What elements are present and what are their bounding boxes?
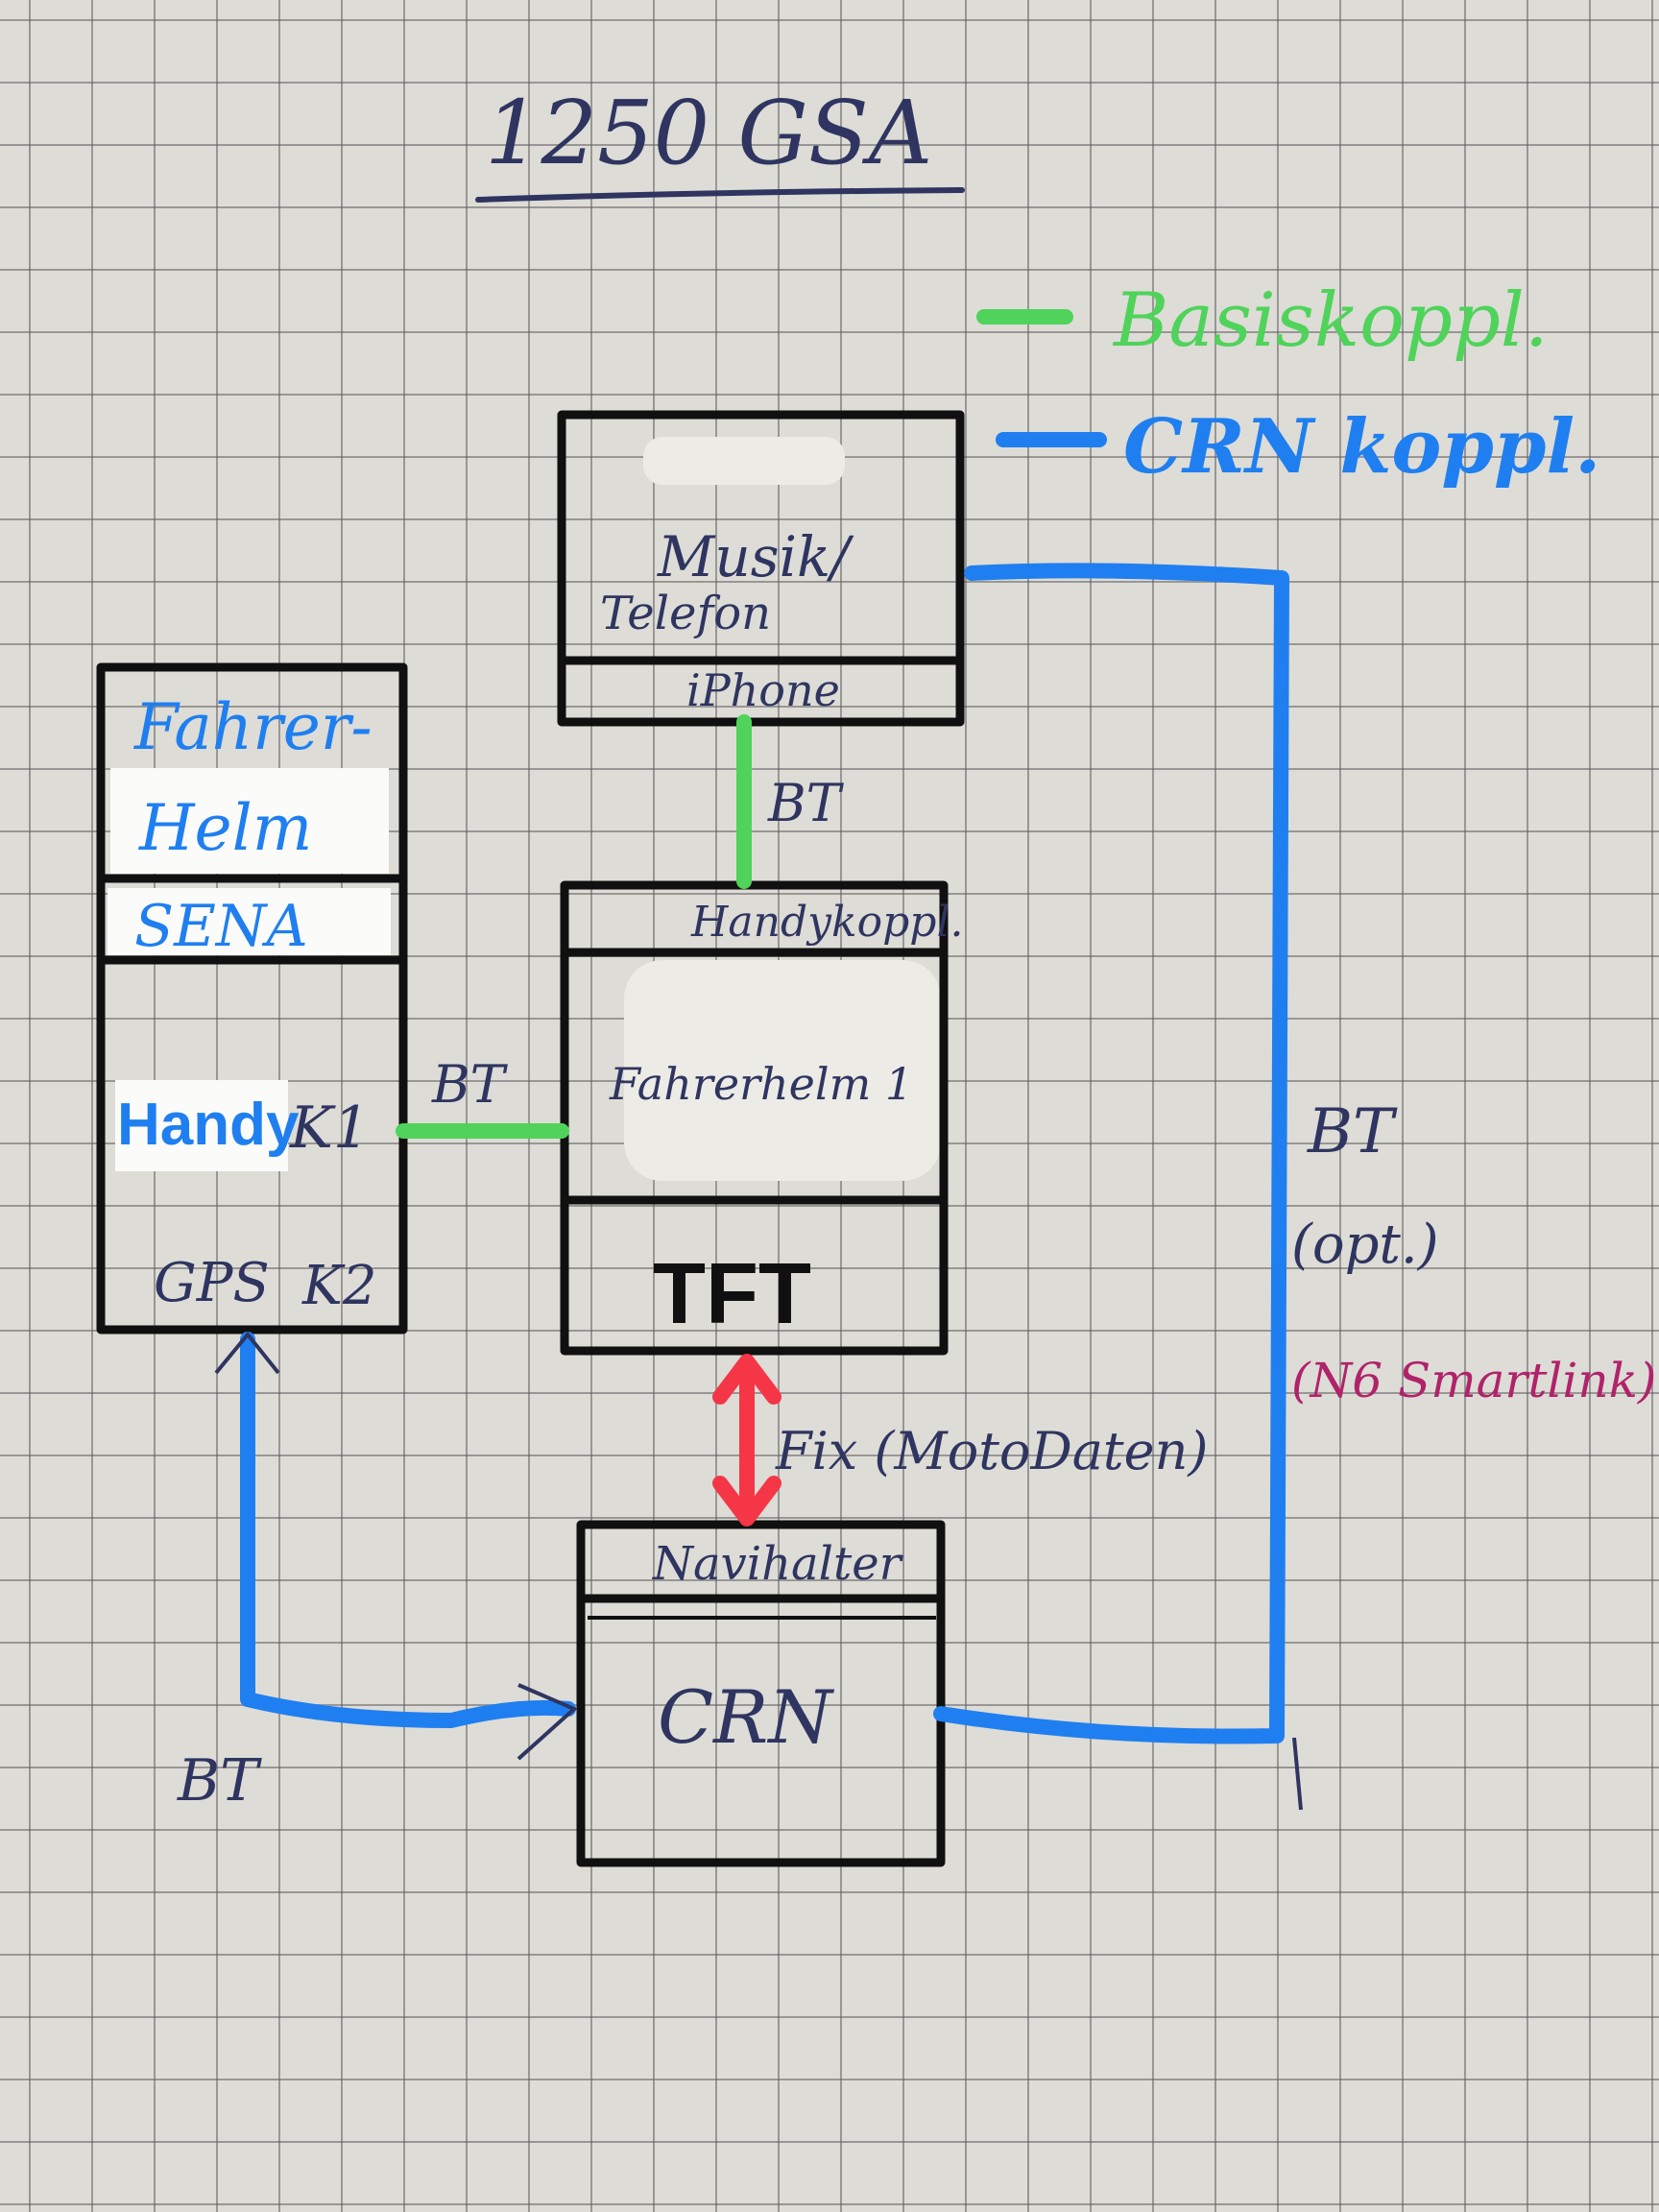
connection-phone-crn-ink-line [1292,1737,1303,1811]
tft-box-outline [560,880,949,1356]
helmet-label-line1: Fahrer- [133,690,373,764]
diagram-title: 1250 GSA [485,82,932,184]
connection-phone-crn [933,563,1289,1744]
helmet-slot1-id: K1 [289,1094,370,1162]
whiteout-helm [110,768,389,874]
correction-mark [643,437,845,485]
connection-phone-tft-label: BT [767,773,845,833]
arrowhead-right-icon [517,1683,578,1761]
connection-tft-crn-label: Fix (MotoDaten) [775,1421,1208,1481]
legend: Basiskoppl. CRN koppl. [976,277,1600,491]
connection-phone-crn-label: BT [1307,1096,1398,1167]
title-underline [475,187,965,203]
helmet-label-line2: Helm [138,791,312,865]
connection-helmet-tft-label: BT [431,1054,509,1115]
phone-box-label-line1: Musik/ [657,524,854,589]
crn-box-header: Navihalter [652,1537,904,1591]
helmet-brand: SENA [134,893,308,960]
arrowhead-up-icon [214,1331,280,1375]
connection-tft-crn [712,1354,781,1527]
arrowhead-up-icon [712,1354,781,1405]
helmet-slot2-id: K2 [301,1255,376,1317]
helmet-slot2-label: GPS [154,1252,270,1314]
helmet-box: Fahrer- Helm SENA Handy K1 GPS K2 [96,662,408,1334]
helmet-box-outline [96,662,408,1334]
connection-phone-crn-extra: (N6 Smartlink) [1291,1353,1656,1408]
tft-box: Handykoppl. Fahrerhelm 1 TFT [560,880,964,1356]
correction-mark [624,960,941,1181]
tft-box-middle: Fahrerhelm 1 [609,1058,913,1110]
crn-box: Navihalter CRN [576,1520,946,1867]
phone-box: Musik/ Telefon iPhone [557,410,965,727]
phone-box-outline [557,410,965,727]
connection-phone-crn-note: (opt.) [1291,1214,1439,1276]
tft-box-footer: TFT [653,1246,811,1342]
connection-helmet-crn-label: BT [177,1747,262,1815]
crn-box-outline [576,1520,946,1867]
whiteout-handy [115,1080,288,1171]
legend-label-crn: CRN koppl. [1123,403,1600,491]
crn-box-label: CRN [658,1674,834,1760]
legend-label-basis: Basiskoppl. [1112,277,1549,364]
tft-box-header: Handykoppl. [690,898,964,947]
phone-box-label-line2: Telefon [600,587,771,640]
helmet-slot1-label: Handy [117,1092,300,1158]
arrowhead-down-icon [712,1476,781,1527]
whiteout-sena [108,888,391,955]
connection-helmet-crn [240,1332,576,1728]
phone-box-footer: iPhone [686,664,840,716]
